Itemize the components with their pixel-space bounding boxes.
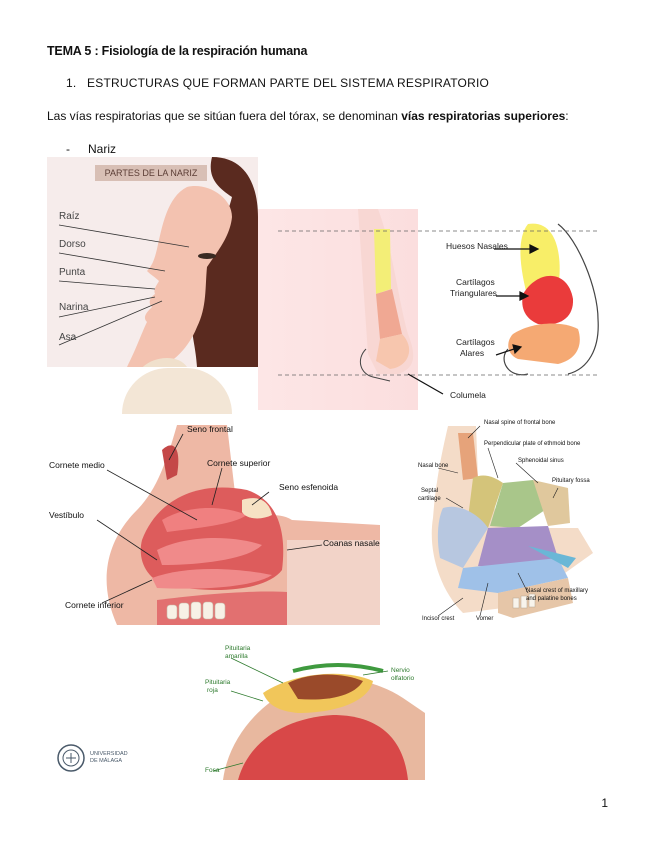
label-seno-frontal: Seno frontal bbox=[187, 424, 233, 434]
head-shape bbox=[122, 368, 232, 414]
label-olfatorio: olfatorio bbox=[391, 675, 414, 682]
label-vomer: Vomer bbox=[476, 616, 493, 622]
section-number: 1. bbox=[66, 76, 76, 90]
face-profile-figure: PARTES DE LA NARIZ Raíz Dorso Punta Nari… bbox=[47, 157, 258, 367]
nasal-septum-figure: Nasal spine of frontal bone Perpendicula… bbox=[418, 418, 608, 636]
label-nasal-bone: Nasal bone bbox=[418, 463, 448, 469]
bullet-text: Nariz bbox=[88, 142, 116, 156]
label-septal: Septal bbox=[421, 488, 438, 494]
label-pituitaria-1: Pituitaria bbox=[225, 645, 250, 652]
nose-cartilage-figure: Huesos Nasales Cartílagos Triangulares C… bbox=[258, 209, 610, 410]
paragraph-text: Las vías respiratorias que se sitúan fue… bbox=[47, 109, 401, 123]
label-huesos-nasales: Huesos Nasales bbox=[446, 241, 508, 251]
label-perpendicular-plate: Perpendicular plate of ethmoid bone bbox=[484, 441, 580, 447]
label-columela: Columela bbox=[450, 390, 486, 400]
paragraph-end: : bbox=[565, 109, 568, 123]
label-sphenoidal-sinus: Sphenoidal sinus bbox=[518, 458, 564, 464]
label-triangulares: Triangulares bbox=[450, 288, 497, 298]
intro-paragraph: Las vías respiratorias que se sitúan fue… bbox=[47, 109, 569, 123]
label-pituitary-fossa: Pituitary fossa bbox=[552, 478, 590, 484]
label-nasal-crest-1: Nasal crest of maxillary bbox=[526, 588, 588, 594]
face-leader-lines bbox=[47, 157, 258, 367]
label-seno-esfenoida: Seno esfenoida bbox=[279, 482, 338, 492]
label-cornete-inferior: Cornete inferior bbox=[65, 600, 124, 610]
logo-line-1: UNIVERSIDAD bbox=[90, 751, 128, 757]
label-cartilagos-1: Cartílagos bbox=[456, 277, 495, 287]
label-pituitaria-2: Pituitaria bbox=[205, 679, 230, 686]
paragraph-bold: vías respiratorias superiores bbox=[401, 109, 565, 123]
label-cartilagos-2: Cartílagos bbox=[456, 337, 495, 347]
label-coanas-nasales: Coanas nasales bbox=[323, 538, 380, 548]
olfactory-illustration bbox=[203, 643, 425, 780]
cartilage-illustration bbox=[258, 209, 610, 410]
logo-line-2: DE MÁLAGA bbox=[90, 758, 122, 764]
label-cornete-superior: Cornete superior bbox=[207, 458, 270, 468]
section-heading: 1. ESTRUCTURAS QUE FORMAN PARTE DEL SIST… bbox=[66, 76, 489, 90]
label-nervio: Nervio bbox=[391, 667, 410, 674]
university-seal-icon bbox=[56, 743, 86, 773]
page-number: 1 bbox=[601, 796, 608, 810]
university-logo: UNIVERSIDAD DE MÁLAGA bbox=[56, 743, 146, 775]
label-roja: roja bbox=[207, 687, 218, 694]
label-fosa: Fosa bbox=[205, 767, 219, 774]
label-nasal-spine: Nasal spine of frontal bone bbox=[484, 420, 555, 426]
section-heading-text: ESTRUCTURAS QUE FORMAN PARTE DEL SISTEMA… bbox=[87, 76, 489, 90]
label-cornete-medio: Cornete medio bbox=[49, 460, 105, 470]
nasal-cavity-figure: Seno frontal Cornete medio Cornete super… bbox=[47, 420, 380, 625]
label-alares: Alares bbox=[460, 348, 484, 358]
label-nasal-crest-2: and palatine bones bbox=[526, 596, 577, 602]
bullet-dash: - bbox=[66, 142, 88, 156]
bullet-item-nariz: -Nariz bbox=[66, 142, 116, 156]
label-incisor-crest: Incisor crest bbox=[422, 616, 454, 622]
septum-illustration bbox=[418, 418, 608, 636]
label-cartilage: cartilage bbox=[418, 496, 441, 502]
label-amarilla: amarilla bbox=[225, 653, 248, 660]
document-title: TEMA 5 : Fisiología de la respiración hu… bbox=[47, 44, 307, 58]
olfactory-figure: Pituitaria amarilla Pituitaria roja Nerv… bbox=[203, 643, 425, 780]
nasal-cavity-illustration bbox=[47, 420, 380, 625]
label-vestibulo: Vestíbulo bbox=[49, 510, 84, 520]
